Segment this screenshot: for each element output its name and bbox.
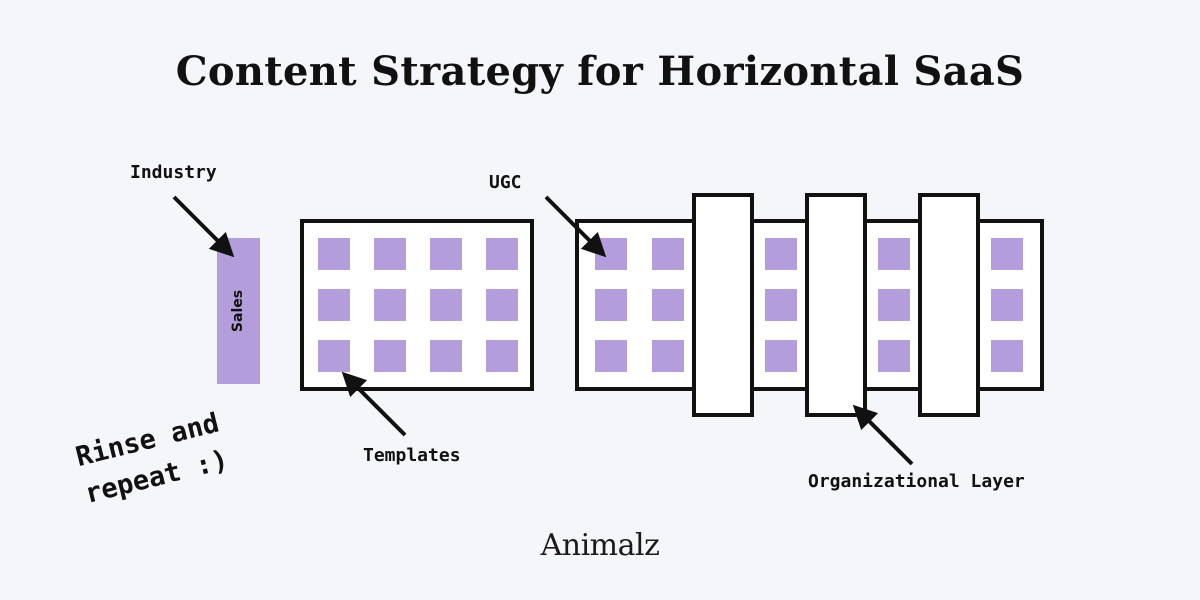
template-cell	[374, 238, 406, 270]
ugc-cell	[764, 289, 797, 321]
template-cell	[486, 238, 518, 270]
template-cell	[318, 289, 350, 321]
animalz-logo: Animalz	[540, 528, 660, 563]
template-cell	[430, 238, 462, 270]
template-cell	[318, 340, 350, 372]
template-cell	[486, 289, 518, 321]
ugc-cell	[990, 238, 1023, 270]
ugc-cell	[877, 238, 910, 270]
template-cell	[374, 340, 406, 372]
ugc-cell	[877, 340, 910, 372]
template-cell	[318, 238, 350, 270]
ugc-cell	[990, 289, 1023, 321]
organizational-layer-label: Organizational Layer	[808, 471, 1025, 492]
industry-label: Industry	[130, 162, 217, 183]
sales-bar: Sales	[217, 238, 260, 384]
ugc-cell	[651, 238, 684, 270]
template-cell	[374, 289, 406, 321]
ugc-cell	[651, 289, 684, 321]
templates-label: Templates	[363, 445, 461, 466]
ugc-cell	[877, 289, 910, 321]
ugc-cell	[764, 238, 797, 270]
templates-arrow	[341, 371, 407, 437]
organizational-layer-bar-2	[805, 193, 867, 417]
template-cell	[486, 340, 518, 372]
ugc-arrow	[544, 195, 607, 258]
ugc-cell	[595, 289, 627, 321]
industry-arrow	[172, 195, 235, 258]
ugc-cell	[764, 340, 797, 372]
ugc-cell	[990, 340, 1023, 372]
template-cell	[430, 289, 462, 321]
page-title: Content Strategy for Horizontal SaaS	[175, 48, 1025, 95]
template-cell	[430, 340, 462, 372]
ugc-cell	[595, 340, 627, 372]
ugc-cell	[651, 340, 684, 372]
organizational-layer-arrow	[852, 404, 914, 466]
ugc-label: UGC	[489, 172, 522, 193]
organizational-layer-bar-3	[918, 193, 980, 417]
organizational-layer-bar-1	[692, 193, 754, 417]
